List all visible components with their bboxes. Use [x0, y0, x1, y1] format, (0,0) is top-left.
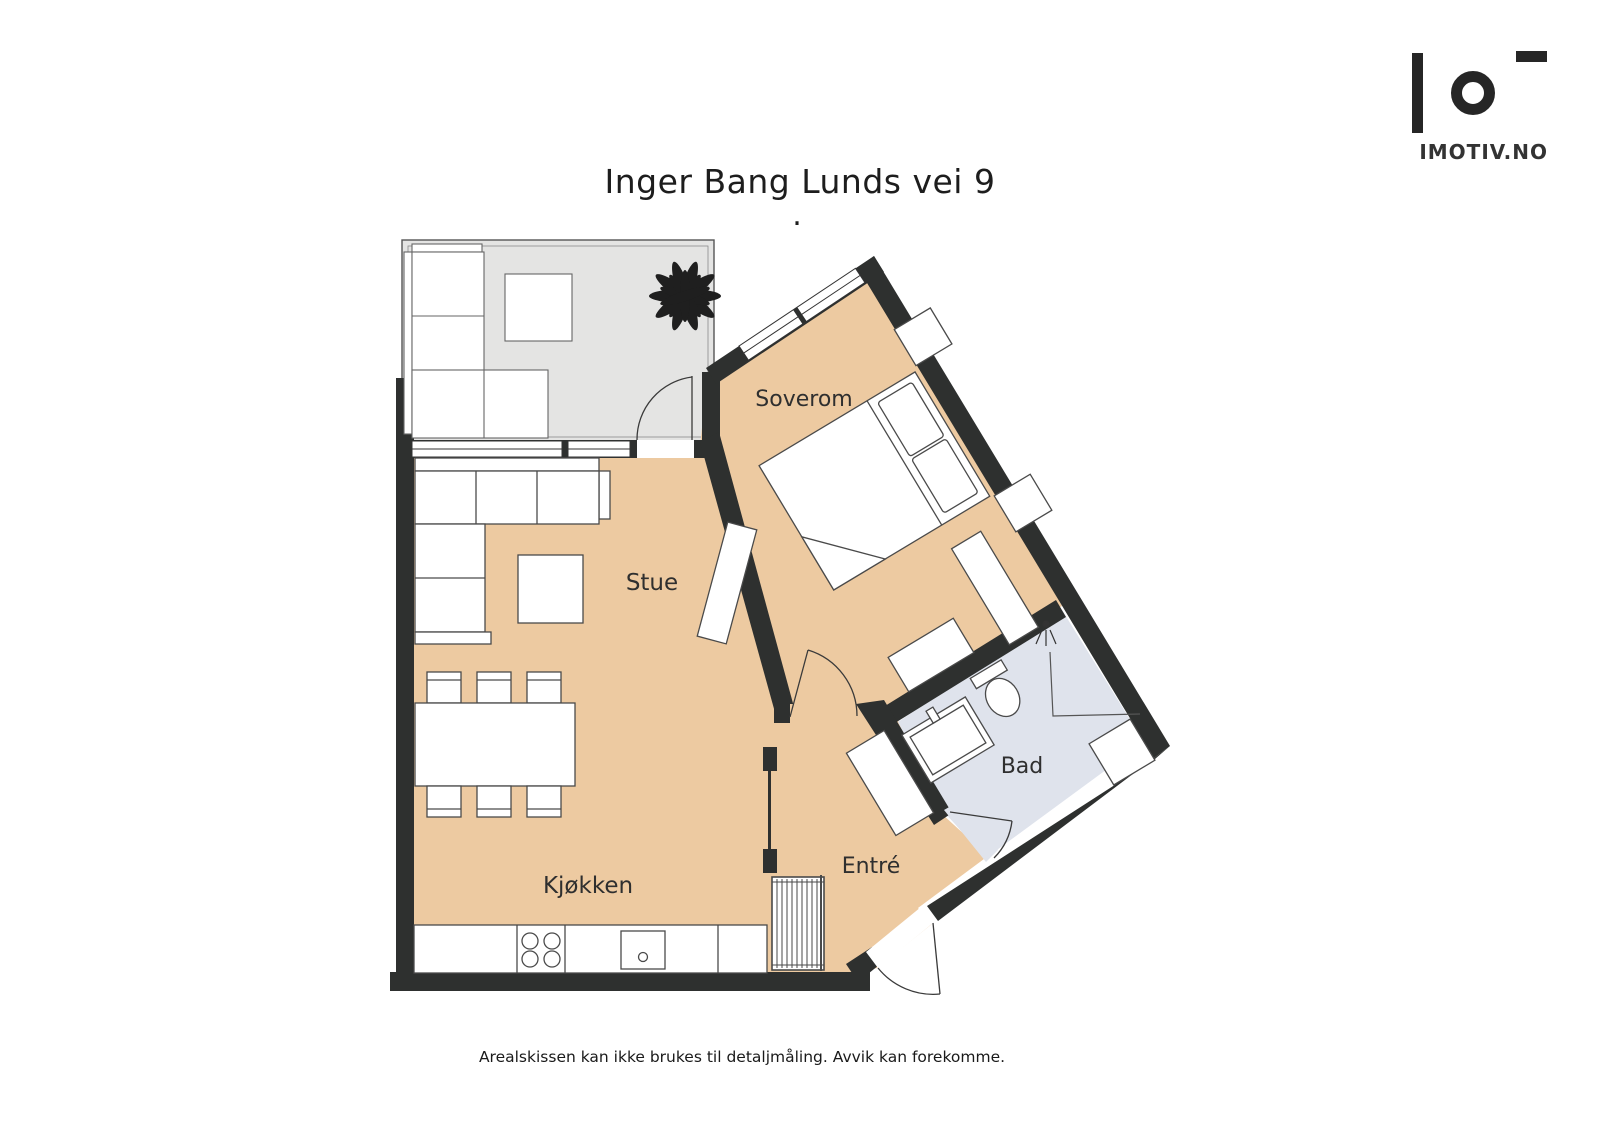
wall-stue-soverom [700, 432, 794, 716]
logo-bar-icon [1412, 53, 1423, 133]
chair [526, 671, 562, 704]
wall-chamfer-upper [927, 746, 1170, 921]
kitchen-counter [413, 924, 768, 974]
title-dot: . [792, 198, 802, 233]
toilet [969, 658, 1021, 718]
wall-divider-cap-bottom [763, 849, 777, 873]
logo-text: IMOTIV.NO [1419, 140, 1548, 164]
furniture-entre [845, 729, 935, 837]
room-label-kjokken: Kjøkken [543, 873, 633, 899]
footer-disclaimer: Arealskissen kan ikke brukes til detaljm… [478, 1048, 1006, 1066]
wall-bottom [390, 972, 870, 991]
fixtures-bad [900, 620, 1156, 786]
windows [411, 267, 866, 458]
page-title: Inger Bang Lunds vei 9 [604, 162, 996, 201]
balcony-table [504, 273, 573, 342]
bed [758, 307, 1053, 591]
nightstand [993, 473, 1053, 533]
wall-divider-thin [768, 771, 771, 849]
dresser-soverom [950, 530, 1040, 646]
furniture-stue [414, 457, 758, 645]
room-label-stue: Stue [626, 570, 678, 596]
chair [426, 671, 462, 704]
bathroom-sink [900, 696, 996, 784]
shower-head-icon [1035, 620, 1057, 646]
sink-icon [620, 930, 666, 970]
faucet-icon [925, 706, 941, 725]
furniture-soverom [758, 307, 1053, 693]
chair [526, 785, 562, 818]
logo-dash-icon [1516, 51, 1547, 62]
logo-ring-icon [1451, 71, 1495, 115]
window-soverom [738, 267, 866, 361]
sideboard-stue [696, 521, 758, 645]
wardrobe-entre [845, 729, 935, 837]
coffee-table [517, 554, 584, 624]
chair [476, 671, 512, 704]
sofa-stue [414, 457, 611, 645]
nightstand [893, 307, 953, 367]
door-balcony [636, 376, 694, 458]
doors [636, 376, 1013, 995]
furniture-balcony [403, 243, 721, 439]
bath-stool [1088, 718, 1156, 786]
door-bad [944, 802, 1013, 862]
dining-set [414, 671, 576, 818]
room-label-entre: Entré [842, 854, 901, 879]
room-label-soverom: Soverom [755, 387, 852, 412]
shower [1035, 620, 1141, 717]
wall-balcony-right [702, 372, 720, 446]
pillow [877, 382, 944, 457]
chair [476, 785, 512, 818]
chair [426, 785, 462, 818]
railing [771, 875, 825, 971]
window-stue-balcony [411, 440, 631, 458]
door-entrance [866, 907, 941, 995]
pillow [911, 439, 978, 513]
wall-soverom-door-jamb [774, 704, 792, 723]
wall-left [396, 378, 414, 991]
wall-divider-cap-top [763, 747, 777, 771]
room-labels: Soverom Stue Kjøkken Entré Bad [543, 387, 1043, 899]
balcony-sofa [403, 243, 549, 439]
door-soverom [789, 649, 858, 723]
room-label-bad: Bad [1001, 754, 1044, 779]
dining-table [414, 702, 576, 787]
wardrobe-soverom [887, 617, 975, 693]
stove-icon [521, 932, 561, 968]
bathroom-floor [898, 610, 1144, 858]
plant-icon [649, 261, 721, 331]
blanket-fold [800, 535, 887, 591]
